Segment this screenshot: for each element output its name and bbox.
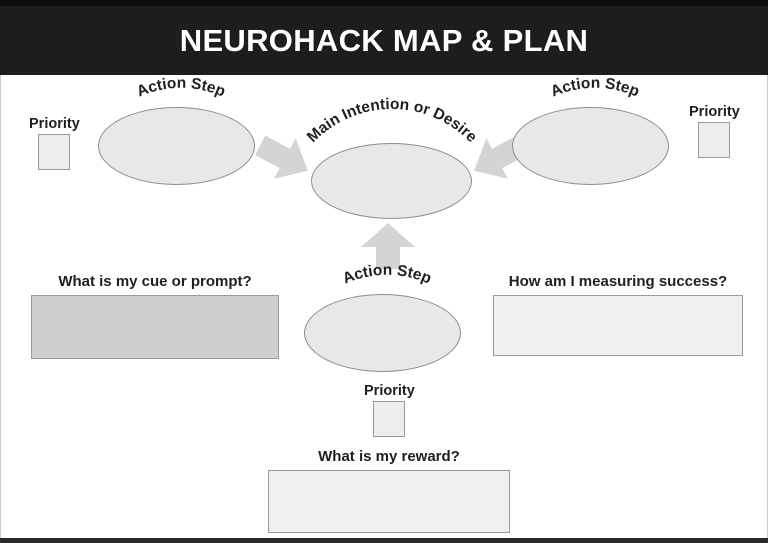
action-step-left-text: Action Step (134, 75, 227, 101)
worksheet-canvas: Priority Action Step (0, 75, 768, 538)
action-step-ellipse-right[interactable] (512, 107, 669, 185)
priority-box-right[interactable] (698, 122, 731, 158)
priority-group-right: Priority (689, 104, 740, 158)
question-label-reward: What is my reward? (318, 448, 460, 465)
action-step-right-text: Action Step (548, 75, 641, 101)
svg-text:Main Intention or Desire: Main Intention or Desire (304, 96, 480, 146)
question-label-cue: What is my cue or prompt? (58, 273, 252, 290)
priority-box-bottom[interactable] (373, 401, 406, 437)
answer-box-cue[interactable] (31, 295, 279, 359)
arrow-left-to-center-icon (253, 127, 315, 189)
arrow-bottom-to-center-icon (359, 221, 417, 271)
priority-box-left[interactable] (38, 134, 71, 170)
priority-label-left: Priority (29, 116, 80, 132)
question-block-cue: What is my cue or prompt? (31, 273, 279, 359)
action-step-ellipse-bottom[interactable] (304, 294, 461, 372)
svg-text:Action Step: Action Step (134, 75, 227, 101)
question-label-success: How am I measuring success? (508, 273, 728, 290)
question-block-success: How am I measuring success? (493, 273, 743, 356)
bottom-black-rule (0, 538, 768, 543)
priority-label-right: Priority (689, 104, 740, 120)
title-bar: NEUROHACK MAP & PLAN (0, 6, 768, 75)
main-intention-text: Main Intention or Desire (304, 96, 480, 146)
question-block-reward: What is my reward? (268, 448, 510, 533)
action-step-ellipse-left[interactable] (98, 107, 255, 185)
main-intention-ellipse[interactable] (311, 143, 472, 219)
priority-group-bottom: Priority (364, 383, 415, 437)
answer-box-reward[interactable] (268, 470, 510, 533)
priority-label-bottom: Priority (364, 383, 415, 399)
svg-text:Action Step: Action Step (548, 75, 641, 101)
page-title: NEUROHACK MAP & PLAN (179, 22, 589, 58)
answer-box-success[interactable] (493, 295, 743, 356)
top-black-strip (0, 0, 768, 6)
priority-group-left: Priority (29, 116, 80, 170)
